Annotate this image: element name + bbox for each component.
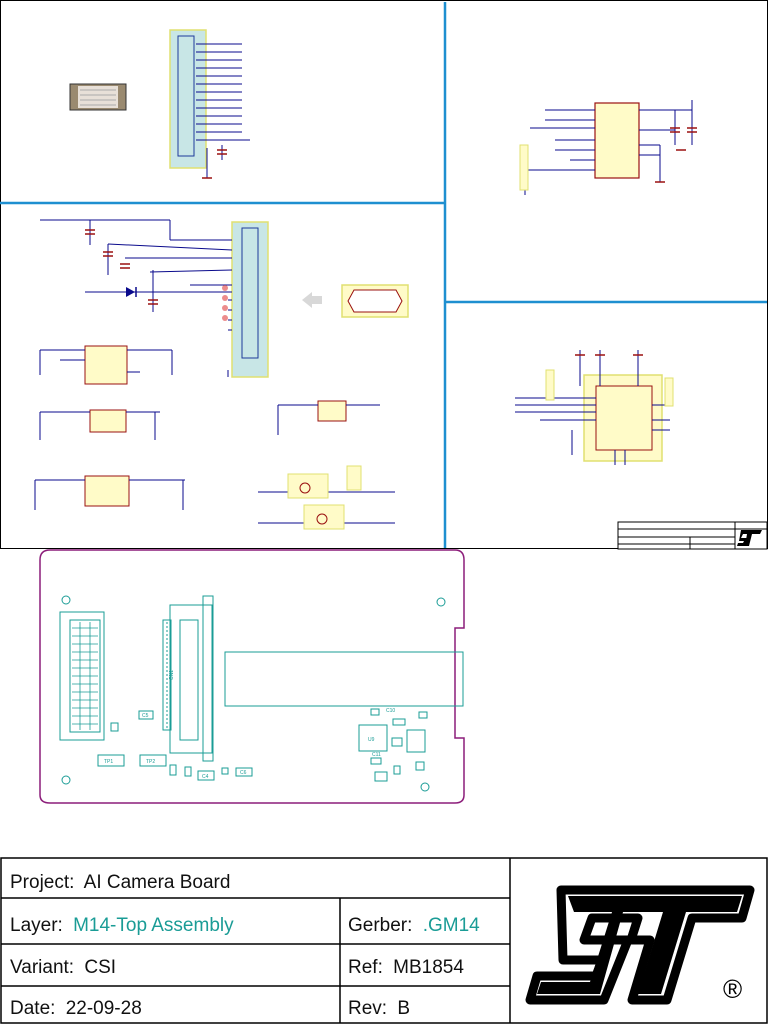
date-label: Date: [10, 998, 55, 1019]
designator-u9: U9 [368, 737, 375, 743]
gerber-label: Gerber: [348, 915, 412, 936]
arrow-left-icon [302, 292, 322, 308]
regulator-2 [39, 409, 160, 440]
variant-value: CSI [84, 957, 116, 978]
st-logo-small-icon [737, 530, 762, 546]
registered-mark: ® [723, 974, 742, 1004]
date-row: Date: 22-09-28 [10, 998, 142, 1019]
designator-c5: C5 [142, 713, 149, 719]
ref-row: Ref: MB1854 [348, 957, 464, 978]
designator-tp1: TP1 [104, 759, 113, 765]
diode-icon [126, 287, 135, 297]
mcu-symbol [515, 350, 674, 465]
cn-connector-footprint [162, 595, 464, 762]
project-value: AI Camera Board [84, 872, 231, 893]
flex-cable-symbol [69, 83, 127, 111]
ref-value: MB1854 [393, 957, 464, 978]
flex-cable-footprint [224, 651, 464, 707]
section-dividers [0, 2, 767, 548]
designator-c4: C4 [202, 774, 209, 780]
gerber-value: .GM14 [423, 915, 480, 936]
variant-label: Variant: [10, 957, 74, 978]
designator-c11: C11 [372, 752, 381, 758]
project-row: Project: AI Camera Board [10, 872, 230, 893]
ic-top-right [519, 100, 697, 195]
title-block: Project: AI Camera Board Layer: M14-Top … [0, 857, 768, 1024]
designator-cn1: CN1 [169, 670, 175, 680]
layer-value: M14-Top Assembly [73, 915, 234, 936]
regulator-1 [39, 345, 173, 385]
layer-label: Layer: [10, 915, 63, 936]
ref-label: Ref: [348, 957, 383, 978]
schematic-sheet [0, 0, 768, 550]
date-value: 22-09-28 [66, 998, 142, 1019]
layer-row: Layer: M14-Top Assembly [10, 915, 234, 936]
regulator-4 [277, 400, 380, 435]
designator-c10: C10 [386, 708, 395, 714]
mounting-hole [420, 782, 430, 792]
project-label: Project: [10, 872, 74, 893]
left-connector-footprint [59, 611, 105, 741]
oscillator-symbol [341, 284, 409, 318]
rev-value: B [397, 998, 410, 1019]
assembly-drawing: C5 CN1 C10 U9 C11 TP1 TP2 C4 C6 [39, 549, 465, 804]
designator-tp2: TP2 [146, 759, 155, 765]
test-point-symbols [258, 465, 395, 530]
rev-label: Rev: [348, 998, 387, 1019]
designator-c6: C6 [240, 770, 247, 776]
mini-title-block [617, 521, 768, 550]
board-outline [39, 549, 465, 804]
regulator-3 [34, 475, 185, 510]
rev-row: Rev: B [348, 998, 410, 1019]
mounting-hole [61, 595, 71, 605]
mounting-hole [436, 597, 446, 607]
mounting-hole [61, 775, 71, 785]
st-logo-icon [525, 885, 755, 1005]
gerber-row: Gerber: .GM14 [348, 915, 480, 936]
variant-row: Variant: CSI [10, 957, 116, 978]
connector-cn1-schematic [169, 29, 250, 179]
connector-cn2-schematic [40, 219, 269, 378]
